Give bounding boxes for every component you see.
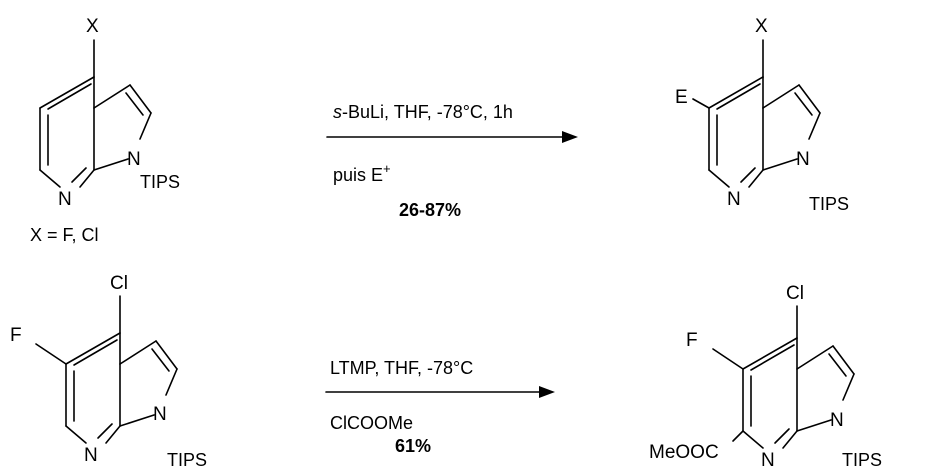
reagent-line: s-BuLi, THF, -78°C, 1h <box>333 102 513 122</box>
substituent-x: X <box>755 16 768 37</box>
reaction1-reactant: X N N TIPS X = F, Cl <box>30 16 180 245</box>
reaction2-product: Cl F MeOOC N N TIPS <box>649 283 882 468</box>
ring-nitrogen: N <box>84 445 98 466</box>
arrow-head <box>539 386 555 398</box>
pyrrole-nitrogen: N <box>830 410 844 431</box>
ring-nitrogen: N <box>727 189 741 210</box>
reaction2-conditions: LTMP, THF, -78°C ClCOOMe 61% <box>325 358 555 456</box>
reaction1-product: X E N N TIPS <box>675 16 849 214</box>
substituent-x: X <box>86 16 99 37</box>
yield-label: 61% <box>395 436 431 456</box>
substituent-ester: MeOOC <box>649 442 719 463</box>
substituent-cl: Cl <box>786 283 804 304</box>
substituent-f: F <box>686 330 698 351</box>
quench-line: ClCOOMe <box>330 413 413 433</box>
protecting-group: TIPS <box>140 172 180 192</box>
reaction2-reactant: Cl F N N TIPS <box>10 273 207 468</box>
ring-nitrogen: N <box>761 450 775 468</box>
reaction1-conditions: s-BuLi, THF, -78°C, 1h puis E+ 26-87% <box>326 102 578 220</box>
quench-line: puis E+ <box>333 161 391 185</box>
ring-nitrogen: N <box>58 189 72 210</box>
protecting-group: TIPS <box>842 450 882 468</box>
substituent-cl: Cl <box>110 273 128 294</box>
substituent-definition: X = F, Cl <box>30 225 99 245</box>
protecting-group: TIPS <box>167 450 207 468</box>
pyrrole-nitrogen: N <box>796 149 810 170</box>
pyrrole-nitrogen: N <box>153 404 167 425</box>
substituent-f: F <box>10 325 22 346</box>
arrow-head <box>562 131 578 143</box>
yield-label: 26-87% <box>399 200 461 220</box>
pyrrole-nitrogen: N <box>127 149 141 170</box>
substituent-e: E <box>675 87 688 108</box>
reagent-line: LTMP, THF, -78°C <box>330 358 473 378</box>
protecting-group: TIPS <box>809 194 849 214</box>
